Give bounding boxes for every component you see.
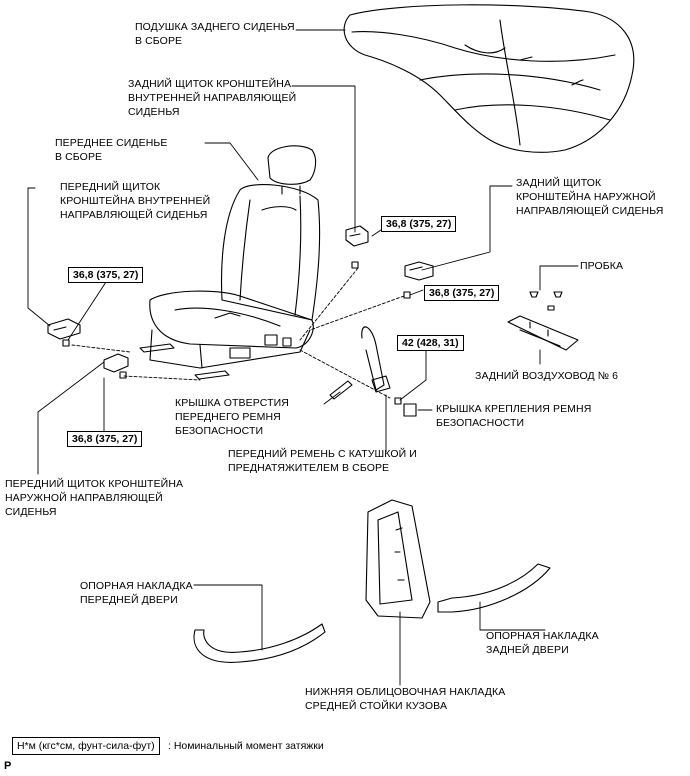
label-front-belt: ПЕРЕДНИЙ РЕМЕНЬ С КАТУШКОЙ И ПРЕДНАТЯЖИТ… — [228, 448, 417, 474]
label-rear-scuff: ОПОРНАЯ НАКЛАДКА ЗАДНЕЙ ДВЕРИ — [486, 630, 599, 656]
rear-scuff-drawing — [437, 563, 551, 613]
rear-seat-cushion-drawing — [343, 4, 635, 153]
front-outer-cover-drawing — [103, 353, 129, 373]
label-front-inner-cover: ПЕРЕДНИЙ ЩИТОК КРОНШТЕЙНА ВНУТРЕННЕЙ НАП… — [60, 181, 211, 221]
label-center-pillar: НИЖНЯЯ ОБЛИЦОВОЧНАЯ НАКЛАДКА СРЕДНЕЙ СТО… — [305, 686, 506, 712]
label-rear-cushion: ПОДУШКА ЗАДНЕГО СИДЕНЬЯ В СБОРЕ — [135, 21, 295, 47]
torque-belt: 42 (428, 31) — [397, 335, 464, 351]
legend-description: : Номинальный момент затяжки — [168, 740, 324, 752]
rear-duct-drawing — [507, 315, 579, 351]
label-plug: ПРОБКА — [580, 260, 624, 272]
label-belt-hole-cover: КРЫШКА ОТВЕРСТИЯ ПЕРЕДНЕГО РЕМНЯ БЕЗОПАС… — [175, 397, 289, 437]
label-rear-duct: ЗАДНИЙ ВОЗДУХОВОД № 6 — [475, 370, 619, 382]
label-front-scuff: ОПОРНАЯ НАКЛАДКА ПЕРЕДНЕЙ ДВЕРИ — [80, 580, 193, 606]
rear-outer-cover-drawing — [404, 261, 434, 281]
page-mark: P — [4, 760, 12, 772]
label-rear-outer-cover: ЗАДНИЙ ЩИТОК КРОНШТЕЙНА НАРУЖНОЙ НАПРАВЛ… — [516, 177, 664, 217]
legend-units-box: Н*м (кгс*см, фунт-сила-фут) — [12, 737, 160, 755]
seat-belt-drawing — [361, 326, 391, 393]
label-belt-anchor-cover: КРЫШКА КРЕПЛЕНИЯ РЕМНЯ БЕЗОПАСНОСТИ — [436, 403, 592, 429]
torque-rear-inner: 36,8 (375, 27) — [381, 216, 457, 232]
label-rear-inner-cover: ЗАДНИЙ ЩИТОК КРОНШТЕЙНА ВНУТРЕННЕЙ НАПРА… — [128, 78, 297, 118]
label-front-seat: ПЕРЕДНЕЕ СИДЕНЬЕ В СБОРЕ — [55, 137, 168, 163]
belt-anchor-cover-drawing — [403, 403, 417, 417]
plug-drawing — [529, 291, 563, 311]
front-scuff-drawing — [193, 623, 326, 663]
torque-rear-outer: 36,8 (375, 27) — [424, 285, 500, 301]
torque-front-inner: 36,8 (375, 27) — [68, 267, 144, 283]
front-inner-cover-drawing — [47, 318, 81, 340]
center-pillar-drawing — [365, 499, 431, 619]
label-front-outer-cover: ПЕРЕДНИЙ ЩИТОК КРОНШТЕЙНА НАРУЖНОЙ НАПРА… — [5, 478, 184, 518]
torque-front-outer: 36,8 (375, 27) — [67, 431, 143, 447]
bolts — [62, 261, 411, 405]
belt-hole-cover-drawing — [329, 380, 353, 400]
front-seat-drawing — [139, 145, 321, 380]
rear-inner-cover-drawing — [345, 225, 369, 247]
